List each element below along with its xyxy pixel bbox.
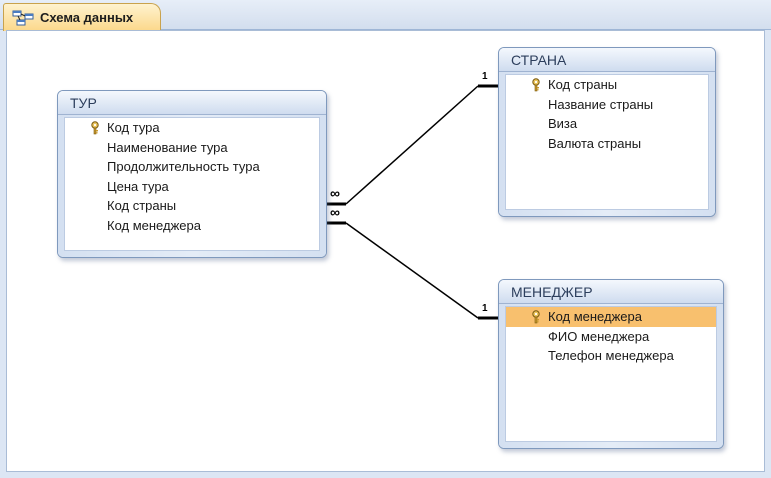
field-list: Код менеджера ФИО менеджера Телефон мене… (505, 306, 717, 442)
field-list: Код страны Название страны Виза Валюта с… (505, 74, 709, 210)
table-title[interactable]: МЕНЕДЖЕР (499, 280, 723, 304)
table-title[interactable]: ТУР (58, 91, 326, 115)
field-label: Название страны (548, 96, 654, 112)
table-tour[interactable]: ТУР Код тура Наименование тура Продолжит… (57, 90, 327, 258)
one-label-country: 1 (482, 71, 488, 82)
field-item[interactable]: Цена тура (65, 177, 319, 197)
primary-key-icon (532, 310, 540, 324)
one-label-manager: 1 (482, 303, 488, 314)
relationships-icon (12, 10, 34, 25)
table-country[interactable]: СТРАНА Код страны Название страны Виза В… (498, 47, 716, 217)
field-label: Код тура (107, 120, 160, 135)
field-list: Код тура Наименование тура Продолжительн… (64, 117, 320, 251)
field-item-selected[interactable]: Код менеджера (506, 307, 716, 327)
primary-key-icon (91, 121, 99, 135)
field-item[interactable]: Виза (506, 114, 708, 134)
field-item[interactable]: Название страны (506, 95, 708, 115)
field-label: Код менеджера (107, 217, 201, 233)
field-item[interactable]: Валюта страны (506, 134, 708, 154)
document-tab-bar: Схема данных (0, 0, 771, 31)
table-manager[interactable]: МЕНЕДЖЕР Код менеджера ФИО менеджера Тел… (498, 279, 724, 449)
field-label: Наименование тура (107, 139, 228, 155)
field-item[interactable]: Код менеджера (65, 216, 319, 236)
tab-label: Схема данных (40, 10, 134, 25)
field-item[interactable]: ФИО менеджера (506, 327, 716, 347)
field-label: Код менеджера (548, 309, 642, 324)
tab-relationships[interactable]: Схема данных (3, 3, 161, 31)
field-label: Код страны (107, 198, 177, 213)
field-label: ФИО менеджера (548, 328, 650, 344)
many-label-manager: ∞ (330, 204, 340, 220)
field-label: Код страны (548, 77, 618, 92)
table-title[interactable]: СТРАНА (499, 48, 715, 72)
field-item[interactable]: Телефон менеджера (506, 346, 716, 366)
field-label: Валюта страны (548, 135, 642, 151)
primary-key-icon (532, 78, 540, 92)
field-label: Продолжительность тура (107, 159, 260, 174)
field-item[interactable]: Код тура (65, 118, 319, 138)
field-label: Телефон менеджера (548, 348, 674, 363)
field-label: Цена тура (107, 178, 169, 194)
field-item[interactable]: Наименование тура (65, 138, 319, 158)
field-item[interactable]: Продолжительность тура (65, 157, 319, 177)
field-item[interactable]: Код страны (65, 196, 319, 216)
field-item[interactable]: Код страны (506, 75, 708, 95)
field-label: Виза (548, 116, 578, 131)
many-label-country: ∞ (330, 185, 340, 201)
